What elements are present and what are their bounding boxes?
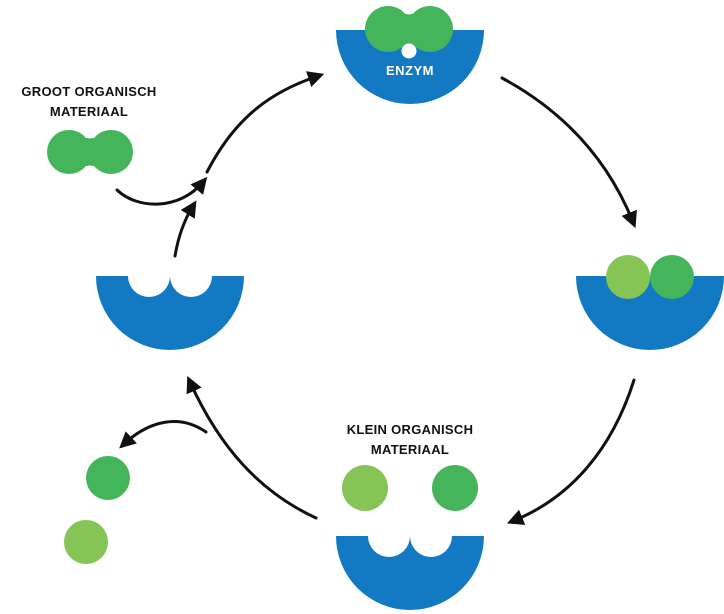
arrow-top-to-right (500, 76, 637, 229)
released-molecule-dark (86, 456, 130, 500)
small-organic-material-line-1: KLEIN ORGANISCH (346, 422, 474, 437)
enzyme-top (336, 30, 484, 104)
arrow-bottom-to-left (186, 375, 318, 520)
small-organic-material-label: KLEIN ORGANISCH MATERIAAL (320, 420, 500, 460)
arrow-right-to-bottom (506, 378, 636, 525)
enzyme-label: ENZYM (386, 63, 434, 78)
enzyme-bottom (336, 536, 484, 610)
small-molecule-light-bottom (342, 465, 388, 511)
arrow-left-to-top (205, 71, 325, 174)
enzyme-right (576, 276, 724, 350)
large-molecule-top (365, 0, 453, 59)
large-organic-material-line-2: MATERIAAL (49, 104, 129, 119)
large-organic-material-label: GROOT ORGANISCH MATERIAAL (0, 82, 178, 122)
small-molecule-dark-bottom (432, 465, 478, 511)
small-molecule-dark-right (650, 255, 694, 299)
released-molecule-light (64, 520, 108, 564)
arrow-products-out (119, 420, 208, 449)
large-molecule-free (47, 123, 133, 181)
enzyme-left (96, 276, 244, 350)
large-organic-material-line-1: GROOT ORGANISCH (21, 84, 157, 99)
small-organic-material-line-2: MATERIAAL (370, 442, 450, 457)
arrow-substrate-in (115, 176, 208, 206)
arrow-left-junction (173, 200, 197, 258)
small-molecule-light-right (606, 255, 650, 299)
